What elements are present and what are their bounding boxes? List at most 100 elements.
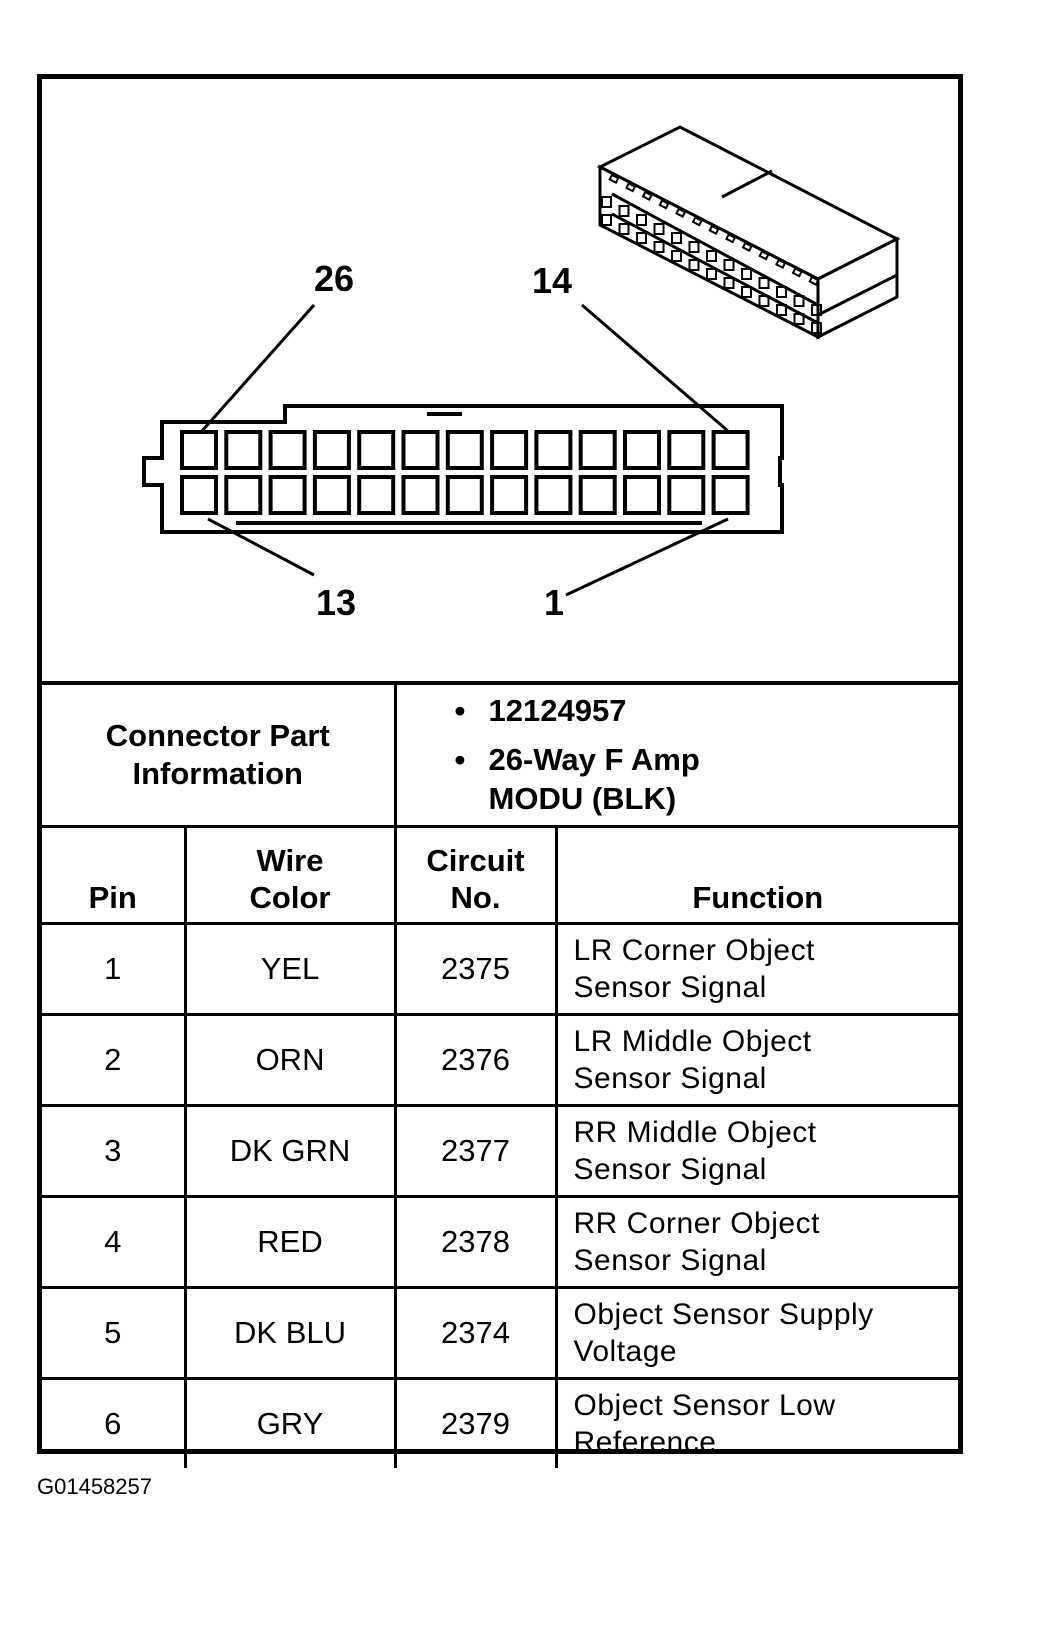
iso-cavity: [671, 232, 682, 244]
connector-diagram: 26 14 13 1: [42, 79, 958, 681]
pin-label-14: 14: [532, 260, 572, 301]
iso-cavity: [618, 223, 630, 235]
pinout-table: Connector Part Information 12124957 26-W…: [42, 681, 959, 1468]
cavity: [357, 430, 396, 470]
iso-slot: [708, 224, 720, 235]
cavity: [711, 475, 750, 515]
wire-color-cell: YEL: [183, 922, 397, 1016]
iso-slot: [675, 207, 687, 218]
iso-cavity: [758, 277, 770, 289]
iso-cavity: [601, 214, 612, 226]
cavity: [180, 430, 218, 470]
cavity: [578, 475, 617, 515]
iso-cavity: [741, 286, 752, 298]
iso-slot: [808, 275, 820, 286]
pin-cell: 2: [42, 1013, 187, 1107]
circuit-cell: 2374: [393, 1286, 558, 1380]
circuit-cell: 2377: [393, 1104, 558, 1198]
iso-slot: [741, 241, 753, 252]
cavity: [534, 430, 573, 470]
pin-label-1: 1: [544, 582, 564, 623]
cavity: [312, 430, 351, 470]
pin-cell: 1: [42, 922, 187, 1016]
connector-front-outline: [142, 404, 784, 534]
iso-cavity: [758, 295, 770, 307]
part-number: 12124957: [397, 691, 959, 730]
wire-color-cell: ORN: [183, 1013, 397, 1107]
iso-cavity: [688, 259, 700, 271]
cavity: [312, 475, 351, 515]
cavity: [224, 430, 263, 470]
iso-cavity: [618, 205, 630, 217]
connector-info-label: Connector Part Information: [42, 681, 397, 828]
circuit-cell: 2379: [393, 1377, 558, 1468]
wire-color-cell: RED: [183, 1195, 397, 1289]
cavity: [578, 430, 617, 470]
connector-info-label-line2: Information: [132, 756, 304, 791]
connector-info-label-line1: Connector Part: [105, 718, 330, 753]
iso-cavity: [688, 241, 700, 253]
cavity: [401, 430, 440, 470]
wire-color-cell: GRY: [183, 1377, 397, 1468]
cavity: [180, 475, 218, 515]
connector-info-row: Connector Part Information 12124957 26-W…: [42, 681, 959, 828]
iso-slot: [791, 267, 803, 278]
iso-cavity: [723, 277, 735, 289]
connector-frame: 26 14 13 1 Connector Part Information 12…: [37, 74, 963, 1468]
cavity: [534, 475, 573, 515]
wire-color-cell: DK GRN: [183, 1104, 397, 1198]
header-function: Function: [554, 825, 959, 925]
iso-cavity: [723, 259, 735, 271]
iso-cavity: [776, 286, 787, 298]
iso-cavity: [793, 295, 805, 307]
pin-cell: 4: [42, 1195, 187, 1289]
connector-cavities: [180, 430, 750, 515]
iso-slot: [641, 190, 653, 201]
circuit-cell: 2376: [393, 1013, 558, 1107]
iso-cavity: [793, 313, 805, 325]
iso-slot: [625, 182, 637, 193]
cavity: [357, 475, 396, 515]
iso-cavity: [706, 250, 717, 262]
cavity: [490, 430, 529, 470]
iso-cavity: [636, 214, 647, 226]
iso-cavity: [653, 241, 665, 253]
iso-cavity: [811, 322, 822, 334]
cavity: [667, 475, 706, 515]
iso-cavity: [601, 196, 612, 208]
leader-lines: [200, 303, 729, 597]
cavity: [623, 475, 661, 515]
pin-label-13: 13: [316, 582, 356, 623]
pin-cell: 3: [42, 1104, 187, 1198]
iso-slot: [691, 216, 703, 227]
wire-color-cell: DK BLU: [183, 1286, 397, 1380]
iso-slot: [758, 250, 770, 261]
header-pin: Pin: [42, 825, 187, 925]
pin-cell: 6: [42, 1377, 187, 1468]
circuit-cell: 2378: [393, 1195, 558, 1289]
cavity: [224, 475, 263, 515]
cavity: [711, 430, 750, 470]
connector-drawing: 26 14 13 1: [142, 125, 901, 623]
iso-cavity: [741, 268, 752, 280]
cavity: [268, 475, 307, 515]
iso-cavity: [811, 304, 822, 316]
pin-label-26: 26: [314, 258, 354, 299]
iso-slot: [608, 173, 620, 184]
iso-cavity: [671, 250, 682, 262]
iso-cavity: [776, 304, 787, 316]
cavity: [268, 430, 307, 470]
cavity: [445, 475, 484, 515]
